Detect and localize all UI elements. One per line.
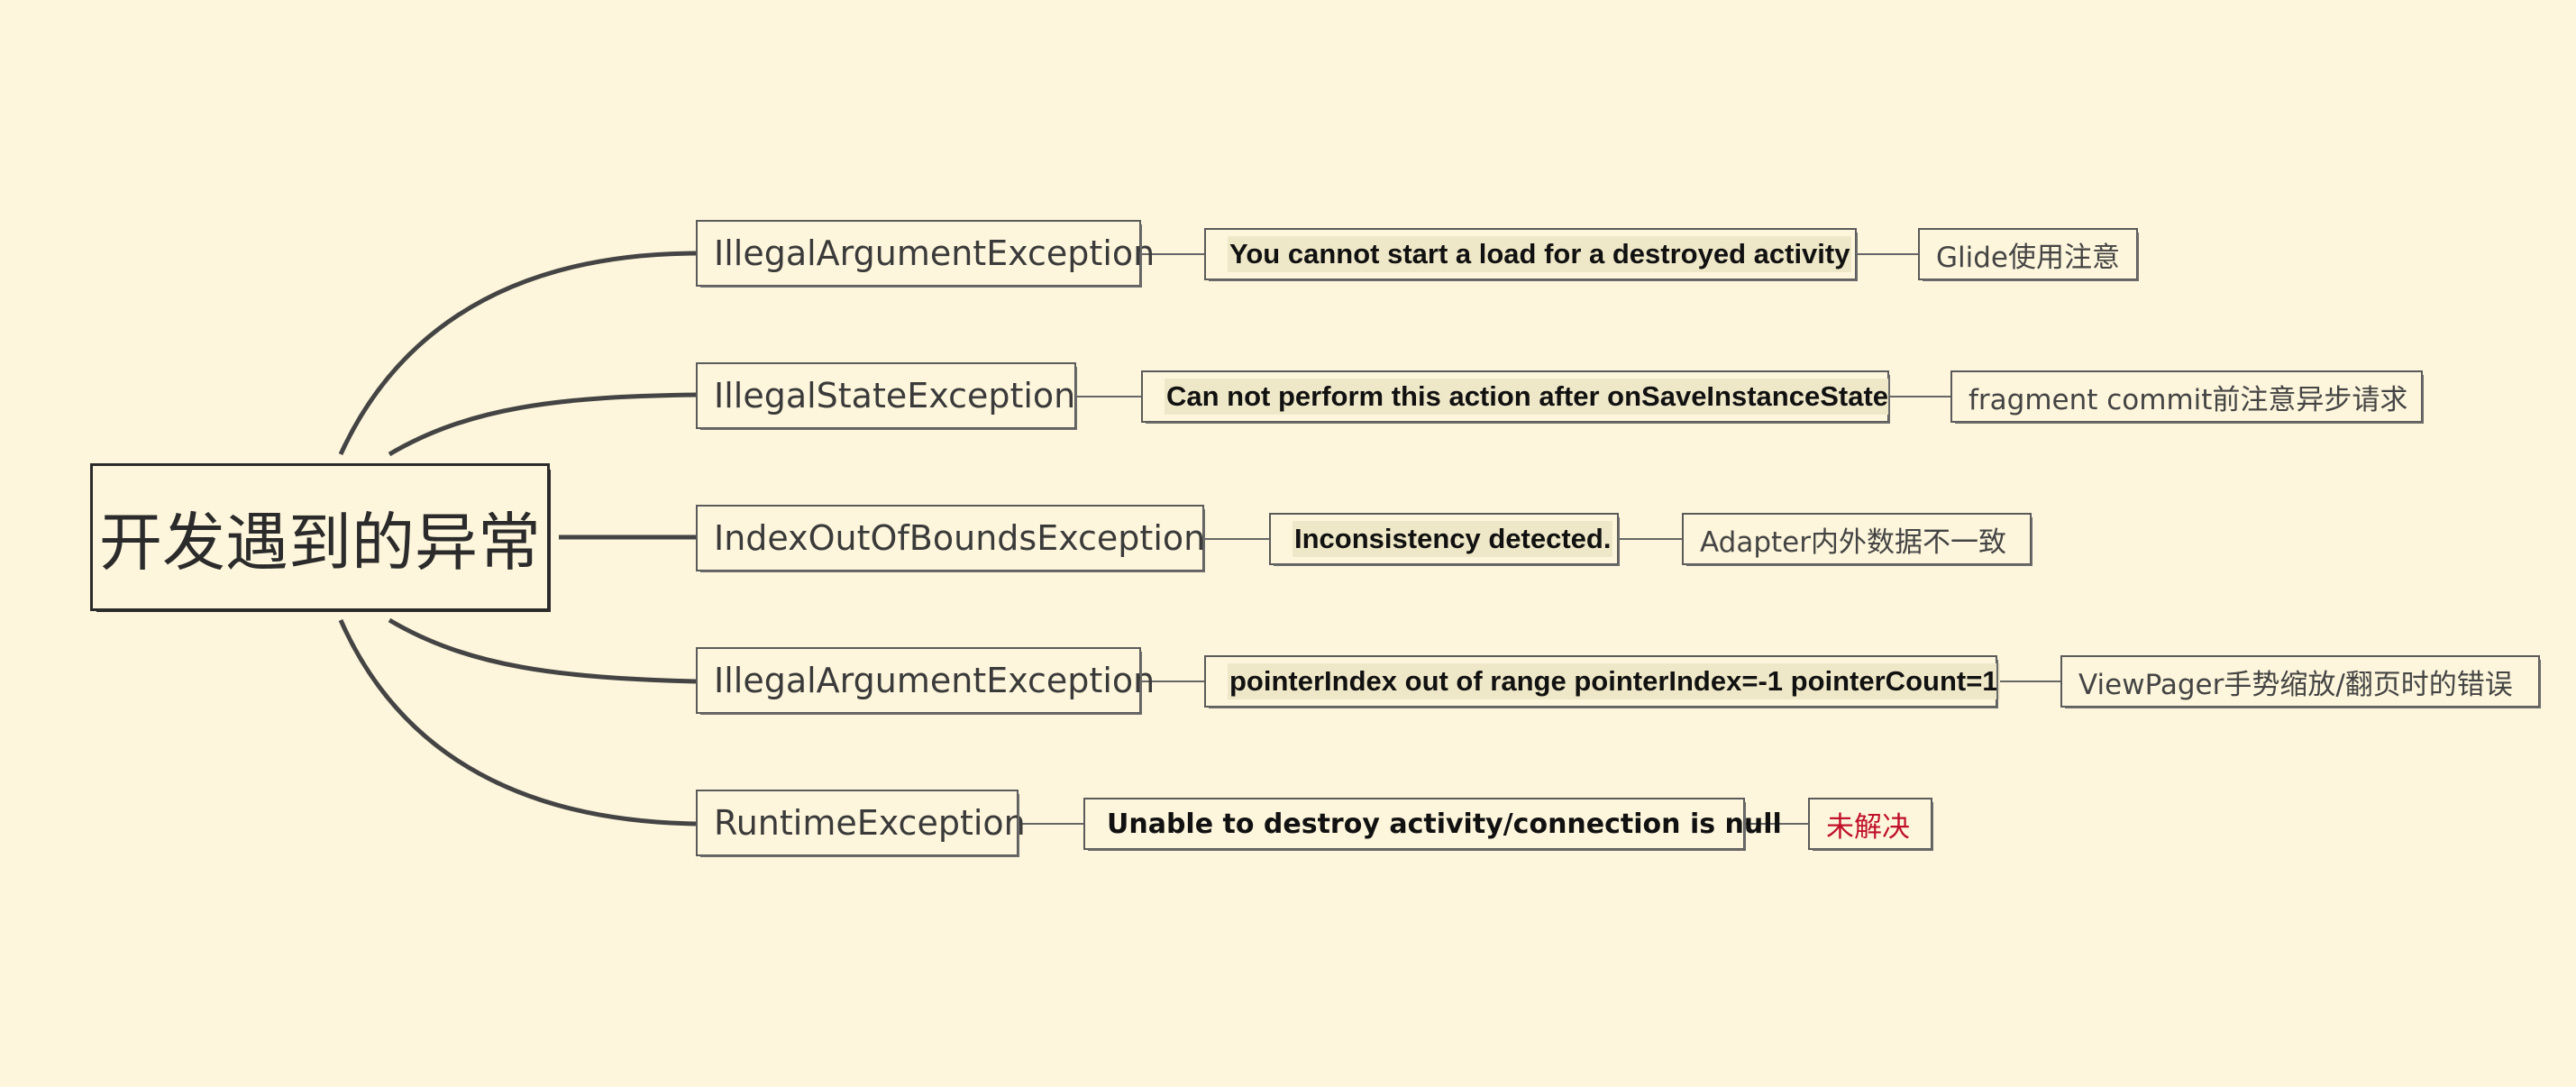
exception-node-4[interactable]: IllegalArgumentException [696, 647, 1155, 715]
exception-node-2[interactable]: IllegalStateException [696, 362, 1077, 430]
exception-label: IllegalArgumentException [714, 661, 1156, 700]
exception-node-3[interactable]: IndexOutOfBoundsException [696, 505, 1206, 572]
root-link-5 [338, 618, 697, 827]
message-node-3[interactable]: Inconsistency detected. [1269, 513, 1620, 566]
root-link-1 [338, 251, 697, 456]
note-label: fragment commit前注意异步请求 [1969, 383, 2408, 416]
message-node-5[interactable]: Unable to destroy activity/connection is… [1083, 798, 1782, 851]
message-label: Can not perform this action after onSave… [1165, 379, 1891, 415]
exception-label: IndexOutOfBoundsException [714, 518, 1206, 558]
note-label-unresolved: 未解决 [1826, 810, 1910, 844]
root-topic-label: 开发遇到的异常 [99, 505, 541, 580]
note-node-2[interactable]: fragment commit前注意异步请求 [1950, 370, 2424, 424]
root-link-2 [388, 392, 697, 457]
root-link-4 [388, 617, 697, 684]
exception-label: IllegalStateException [714, 376, 1076, 416]
note-node-5[interactable]: 未解决 [1808, 798, 1933, 851]
exception-label: IllegalArgumentException [714, 233, 1156, 273]
message-label: pointerIndex out of range pointerIndex=-… [1228, 663, 2000, 699]
note-node-4[interactable]: ViewPager手势缩放/翻页时的错误 [2060, 655, 2541, 708]
note-label: ViewPager手势缩放/翻页时的错误 [2078, 668, 2513, 701]
message-node-1[interactable]: You cannot start a load for a destroyed … [1204, 228, 1858, 281]
message-label: Unable to destroy activity/connection is… [1107, 808, 1782, 840]
note-label: Adapter内外数据不一致 [1700, 525, 2006, 559]
root-topic[interactable]: 开发遇到的异常 [90, 463, 551, 612]
message-node-4[interactable]: pointerIndex out of range pointerIndex=-… [1204, 655, 2000, 708]
message-label: Inconsistency detected. [1293, 521, 1613, 557]
note-node-3[interactable]: Adapter内外数据不一致 [1682, 513, 2032, 566]
message-label: You cannot start a load for a destroyed … [1228, 236, 1852, 272]
exception-node-1[interactable]: IllegalArgumentException [696, 220, 1155, 288]
note-label: Glide使用注意 [1936, 241, 2120, 274]
exception-label: RuntimeException [714, 803, 1026, 843]
message-node-2[interactable]: Can not perform this action after onSave… [1141, 370, 1891, 424]
note-node-1[interactable]: Glide使用注意 [1918, 228, 2139, 281]
exception-node-5[interactable]: RuntimeException [696, 790, 1026, 857]
